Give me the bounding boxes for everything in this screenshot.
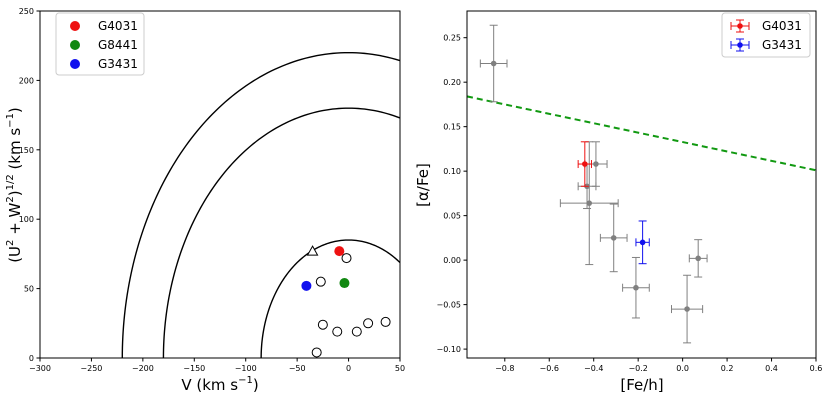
left-y-tick-label: 150 [19, 146, 34, 155]
comparison-star-point [317, 319, 328, 330]
left-y-tick-label: 250 [19, 7, 34, 16]
right-y-tick-label: 0.20 [443, 78, 461, 87]
trend-dashed-line [467, 95, 816, 172]
right-x-tick-label: −0.8 [495, 364, 514, 373]
toomre-velocity-circle [260, 239, 400, 358]
comparison-star-errorbar-point [584, 141, 608, 187]
right-y-tick-label: 0.25 [443, 34, 461, 43]
legend-label-g3431: G3431 [98, 57, 138, 71]
comparison-star-errorbar-point [559, 141, 619, 266]
legend-label-g4031: G4031 [762, 19, 802, 33]
right-y-axis-label: [α/Fe] [414, 163, 432, 207]
right-x-tick-label: 0.2 [721, 364, 734, 373]
legend-marker-g4031 [730, 19, 750, 33]
toomre-velocity-circle [121, 51, 400, 358]
comparison-star-errorbar-point [622, 256, 650, 319]
left-y-tick-label: 200 [19, 76, 34, 85]
legend-label-g8441: G8441 [98, 38, 138, 52]
comparison-star-point [380, 316, 391, 327]
comparison-star-point [341, 253, 352, 264]
right-y-tick-label: 0.15 [443, 123, 461, 132]
left-y-tick-label: 50 [24, 285, 34, 294]
triangle-star-point [306, 245, 319, 256]
left-plot-frame [39, 10, 401, 359]
legend-marker-g4031 [70, 21, 80, 31]
star-errorbar-g3431 [635, 220, 650, 265]
left-y-tick-label: 100 [19, 215, 34, 224]
star-errorbar-g4031 [577, 141, 592, 187]
right-x-tick-label: 0.6 [810, 364, 823, 373]
left-x-tick-label: 50 [395, 364, 405, 373]
star-point-g3431 [301, 280, 312, 291]
legend-marker-g3431 [730, 38, 750, 52]
comparison-star-point [311, 347, 322, 358]
comparison-star-errorbar-point [599, 203, 628, 273]
right-y-tick-label: −0.05 [436, 301, 461, 310]
legend-label-g4031: G4031 [98, 19, 138, 33]
comparison-star-point [351, 326, 362, 337]
legend-label-g3431: G3431 [762, 38, 802, 52]
comparison-star-errorbar-point [479, 24, 508, 103]
right-x-tick-label: −0.2 [628, 364, 647, 373]
left-y-axis-label: (U2 + W2)1/2 (km s−1) [5, 107, 24, 263]
right-plot-frame [466, 10, 817, 359]
abundance-plot: −0.8 −0.6 −0.4 −0.2 0.0 0.2 0.4 0.6 −0.10 −0.05 0… [414, 10, 823, 394]
left-x-tick-label: 0 [346, 364, 351, 373]
comparison-star-point [315, 276, 326, 287]
right-y-tick-label: −0.10 [436, 345, 461, 354]
comparison-star-point [363, 318, 374, 329]
comparison-star-errorbar-point [688, 239, 708, 278]
left-x-tick-label: −200 [132, 364, 154, 373]
toomre-diagram: −300 −250 −200 −150 −100 −50 0 50 0 50 100 150 200 2… [5, 7, 405, 394]
right-x-tick-label: −0.4 [584, 364, 603, 373]
right-x-axis-label: [Fe/h] [620, 376, 663, 394]
left-y-tick-label: 0 [29, 354, 34, 363]
right-y-tick-label: 0.05 [443, 212, 461, 221]
right-x-tick-label: 0.0 [676, 364, 689, 373]
star-point-g8441 [339, 278, 350, 289]
left-x-tick-label: −100 [235, 364, 257, 373]
left-x-tick-label: −250 [80, 364, 102, 373]
right-y-tick-label: 0.10 [443, 167, 461, 176]
left-x-axis-label: V (km s−1) [181, 375, 258, 394]
left-x-tick-label: −50 [289, 364, 306, 373]
comparison-star-point [332, 326, 343, 337]
left-x-tick-label: −300 [29, 364, 51, 373]
legend-marker-g8441 [70, 40, 80, 50]
right-x-tick-label: 0.4 [765, 364, 778, 373]
left-x-tick-label: −150 [183, 364, 205, 373]
toomre-velocity-circle [162, 107, 400, 358]
right-x-tick-label: −0.6 [540, 364, 559, 373]
legend-marker-g3431 [70, 59, 80, 69]
star-point-g4031 [334, 246, 345, 257]
comparison-star-errorbar-point [671, 274, 704, 344]
right-y-tick-label: 0.00 [443, 256, 461, 265]
